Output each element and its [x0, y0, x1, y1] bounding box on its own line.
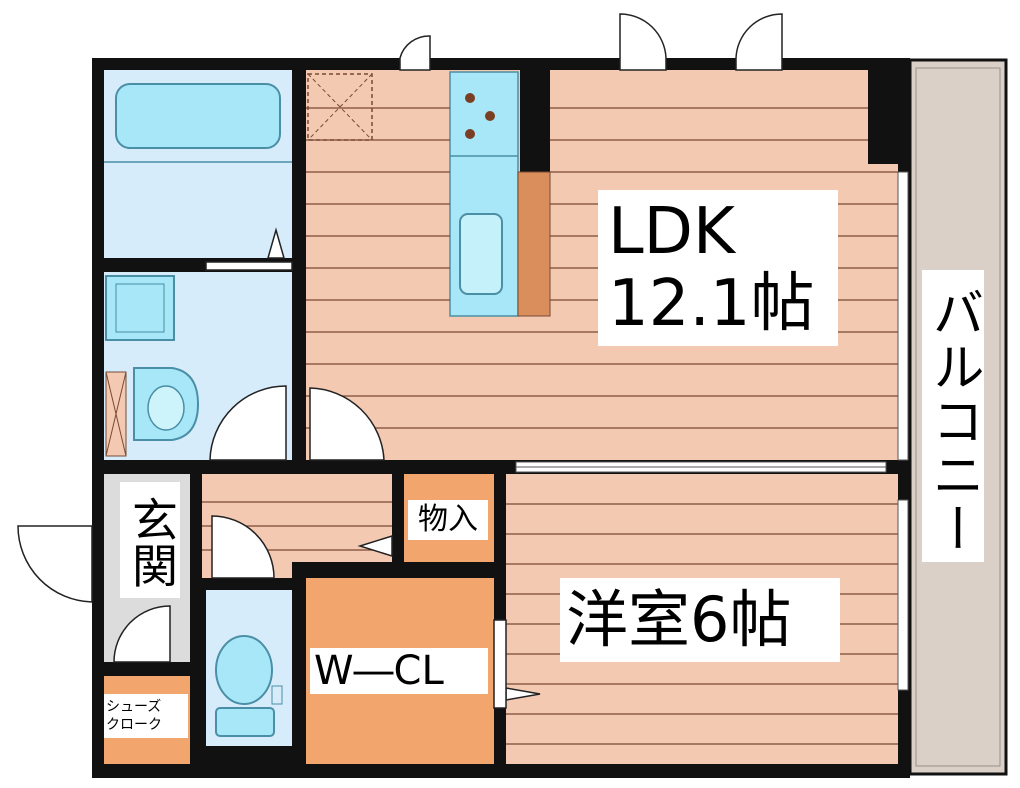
ldk-wall-pillar [868, 66, 908, 164]
stove-burner-3 [465, 129, 475, 139]
washing-machine-inner [115, 283, 165, 333]
bathtub [115, 83, 281, 149]
vanity-basin [147, 385, 185, 431]
washing-machine-pan [105, 275, 175, 341]
kitchen-wall [520, 66, 550, 172]
shoe-closet-line2: クローク [106, 717, 162, 733]
genkan-label: 玄関 [120, 482, 180, 598]
sliding-door-track-1 [515, 461, 887, 468]
balcony-label: バルコニー [922, 270, 984, 562]
linen-shelf-x2 [105, 371, 127, 457]
yoshitsu-label: 洋室6帖 [560, 578, 840, 662]
ldk-name: LDK [608, 195, 735, 269]
stove-burner-1 [465, 93, 475, 103]
shoe-closet-line1: シューズ [106, 699, 162, 715]
yoshitsu-window [897, 499, 909, 691]
sliding-door-track-2 [515, 466, 887, 473]
storage-label: 物入 [408, 500, 488, 540]
walk-in-closet-label: W―CL [310, 648, 488, 694]
stove-burner-2 [485, 111, 495, 121]
kitchen-backsplash [517, 171, 551, 317]
ldk-label: LDK 12.1帖 [598, 190, 838, 346]
toilet-paper [271, 685, 283, 705]
ldk-window [897, 171, 909, 461]
toilet-bowl [215, 635, 273, 705]
ldk-size: 12.1帖 [608, 267, 815, 341]
toilet-tank [215, 707, 275, 737]
balcony-inner-line [915, 67, 1001, 767]
fridge-x2 [307, 73, 373, 141]
kitchen-sink [459, 213, 503, 295]
shoe-closet-label: シューズ クローク [104, 694, 188, 738]
doors [17, 13, 783, 709]
